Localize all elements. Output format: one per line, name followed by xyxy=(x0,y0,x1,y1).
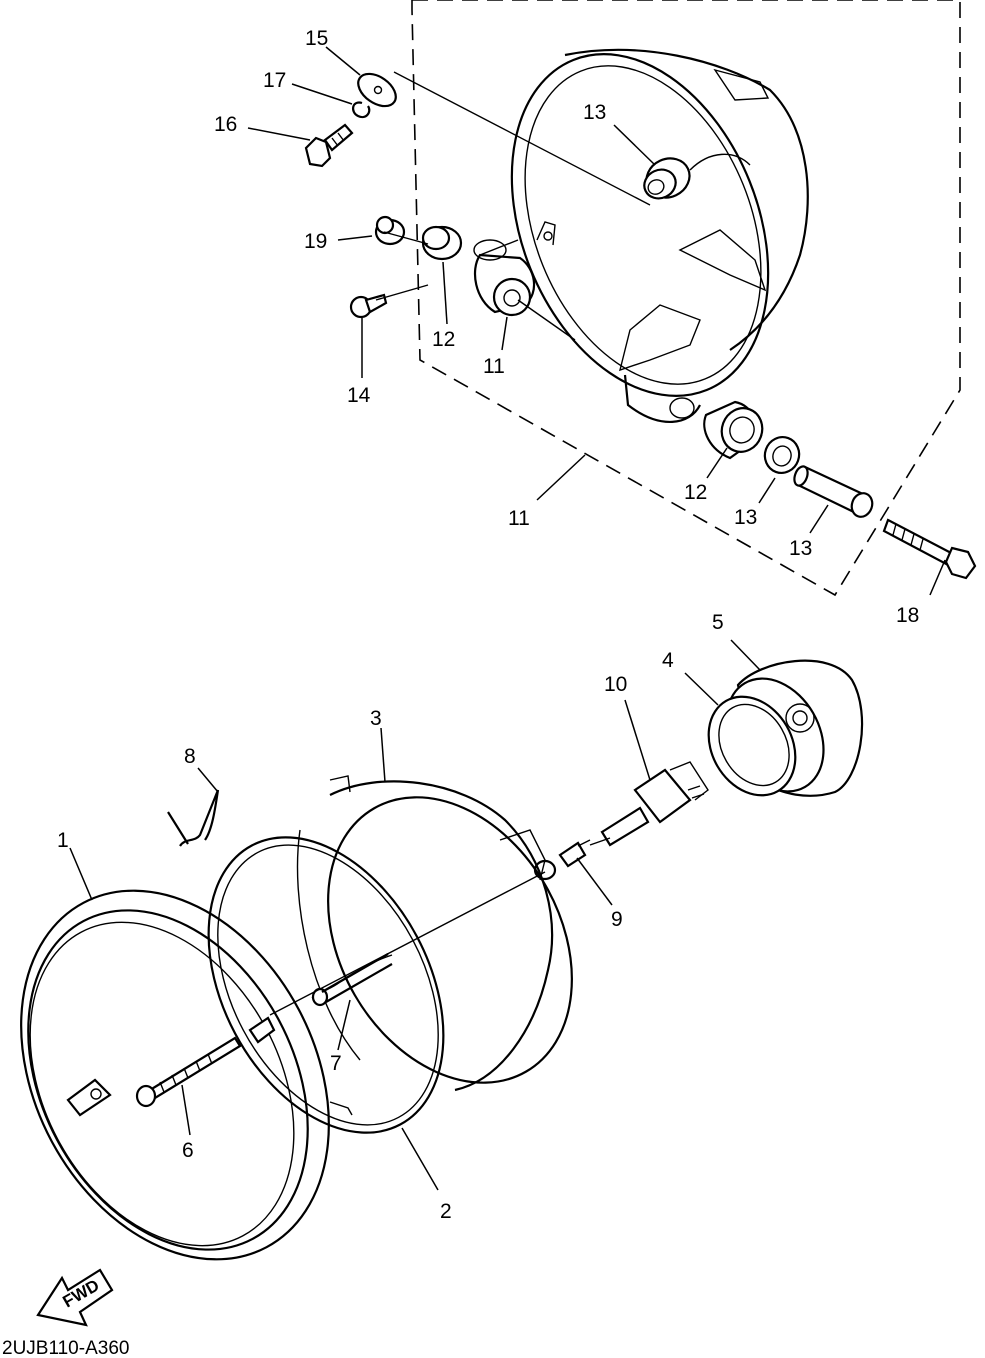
callout-5: 5 xyxy=(712,611,724,634)
spring-wire-8 xyxy=(167,789,220,847)
callout-16: 14 xyxy=(347,384,371,407)
seal-ring-4 xyxy=(707,695,797,797)
bolt-20 xyxy=(882,518,977,580)
callout-10: 10 xyxy=(604,673,627,696)
callout-1: 1 xyxy=(57,829,69,852)
collar-21 xyxy=(374,215,406,246)
callout-13-lower: 13 xyxy=(734,506,757,529)
callout-12-upper: 11 xyxy=(483,355,505,378)
damper-13-upper xyxy=(421,225,463,261)
leader-lines xyxy=(69,46,946,1191)
callout-21: 19 xyxy=(304,230,327,253)
damper-13-lower xyxy=(763,436,801,474)
figure-code: 2UJB110-A360 xyxy=(2,1338,129,1358)
callout-6: 6 xyxy=(182,1139,194,1162)
fwd-arrow-icon: FWD xyxy=(36,1268,114,1327)
grommet-15 xyxy=(643,157,691,200)
callout-20: 18 xyxy=(896,604,919,627)
callout-7: 7 xyxy=(330,1052,342,1075)
callout-2: 2 xyxy=(440,1200,452,1223)
callout-17: 15 xyxy=(305,27,328,50)
housing-assembly-boundary xyxy=(411,0,961,597)
bushing-12-lower xyxy=(703,400,764,460)
reflector-unit-3 xyxy=(296,775,573,1116)
callout-13-upper: 12 xyxy=(432,328,455,351)
adjuster-screw-6 xyxy=(135,1036,242,1108)
headlight-housing-shell xyxy=(510,48,809,423)
assembly-lines xyxy=(269,71,651,1016)
callout-labels: 15 17 16 13 19 12 11 14 12 11 13 13 18 5… xyxy=(57,27,919,1223)
bushing-12-upper xyxy=(473,239,536,317)
callout-15: 13 xyxy=(583,101,606,124)
callout-18: 16 xyxy=(214,113,237,136)
callout-14: 13 xyxy=(789,537,812,560)
bolt-18 xyxy=(304,123,354,168)
callout-12-lower: 12 xyxy=(684,481,707,504)
callout-4: 4 xyxy=(662,649,674,672)
washer-17 xyxy=(357,72,397,108)
rim-ring-2 xyxy=(207,836,445,1134)
bulb-10 xyxy=(600,761,709,847)
callout-3: 3 xyxy=(370,707,382,730)
clip-19 xyxy=(352,101,371,119)
callout-9: 9 xyxy=(611,908,623,931)
adjuster-spring-7 xyxy=(311,953,393,1007)
callout-19: 17 xyxy=(263,69,286,92)
collar-14 xyxy=(793,465,874,518)
callout-11: 11 xyxy=(508,507,530,530)
callout-8: 8 xyxy=(184,745,196,768)
front-rim-1 xyxy=(20,889,330,1261)
